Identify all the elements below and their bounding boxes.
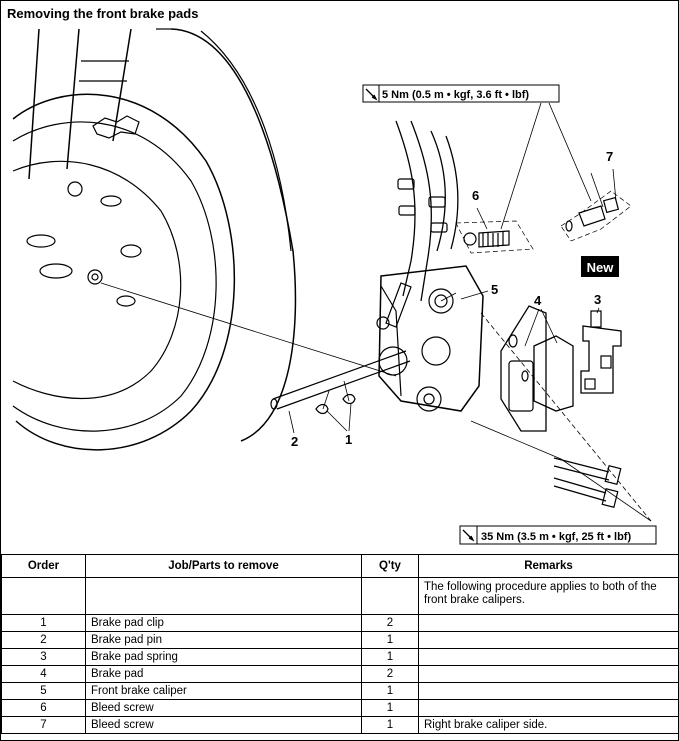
callout-5: 5: [491, 282, 498, 297]
row-remark: [418, 648, 679, 666]
row-remark: [418, 614, 679, 632]
row-part: Brake pad clip: [85, 614, 362, 632]
table-row: 2 Brake pad pin 1: [1, 631, 679, 649]
row-order: 3: [1, 648, 86, 666]
row-order: 5: [1, 682, 86, 700]
row-part: Brake pad: [85, 665, 362, 683]
table-row: 5 Front brake caliper 1: [1, 682, 679, 700]
table-header-row: Order Job/Parts to remove Q'ty Remarks: [1, 554, 679, 578]
table-row: 1 Brake pad clip 2: [1, 614, 679, 632]
new-badge: [581, 256, 619, 277]
row-qty: 1: [361, 682, 419, 700]
table-row-intro: The following procedure applies to both …: [1, 577, 679, 615]
row-qty: 2: [361, 614, 419, 632]
table-row: 6 Bleed screw 1: [1, 699, 679, 717]
row-qty: 1: [361, 648, 419, 666]
header-qty: Q'ty: [361, 554, 419, 578]
callout-1: 1: [345, 432, 352, 447]
callout-4: 4: [534, 293, 542, 308]
callout-2: 2: [291, 434, 298, 449]
row-qty: 2: [361, 665, 419, 683]
row-part: Front brake caliper: [85, 682, 362, 700]
row-remark: Right brake caliper side.: [418, 716, 679, 734]
intro-remark: The following procedure applies to both …: [418, 577, 679, 615]
callout-7: 7: [606, 149, 613, 164]
callout-3: 3: [594, 292, 601, 307]
row-order: 6: [1, 699, 86, 717]
row-part: Bleed screw: [85, 699, 362, 717]
row-qty: 1: [361, 699, 419, 717]
row-order: 1: [1, 614, 86, 632]
row-part: Bleed screw: [85, 716, 362, 734]
torque-label-top: 5 Nm (0.5 m • kgf, 3.6 ft • lbf): [382, 89, 529, 101]
row-order: 2: [1, 631, 86, 649]
table-row: 3 Brake pad spring 1: [1, 648, 679, 666]
table-row: 7 Bleed screw 1 Right brake caliper side…: [1, 716, 679, 734]
parts-table: Order Job/Parts to remove Q'ty Remarks T…: [1, 554, 679, 734]
torque-label-bottom: 35 Nm (3.5 m • kgf, 25 ft • lbf): [481, 531, 631, 543]
row-order: 4: [1, 665, 86, 683]
header-job: Job/Parts to remove: [85, 554, 362, 578]
row-remark: [418, 682, 679, 700]
row-remark: [418, 665, 679, 683]
callout-6: 6: [472, 188, 479, 203]
row-qty: 1: [361, 631, 419, 649]
page-title: Removing the front brake pads: [7, 6, 199, 21]
header-order: Order: [1, 554, 86, 578]
row-part: Brake pad spring: [85, 648, 362, 666]
row-part: Brake pad pin: [85, 631, 362, 649]
row-remark: [418, 631, 679, 649]
row-remark: [418, 699, 679, 717]
row-order: 7: [1, 716, 86, 734]
new-badge-label: New: [587, 260, 615, 275]
header-remarks: Remarks: [418, 554, 679, 578]
row-qty: 1: [361, 716, 419, 734]
exploded-view-diagram: 5 Nm (0.5 m • kgf, 3.6 ft • lbf) New 35 …: [12, 28, 657, 545]
table-row: 4 Brake pad 2: [1, 665, 679, 683]
